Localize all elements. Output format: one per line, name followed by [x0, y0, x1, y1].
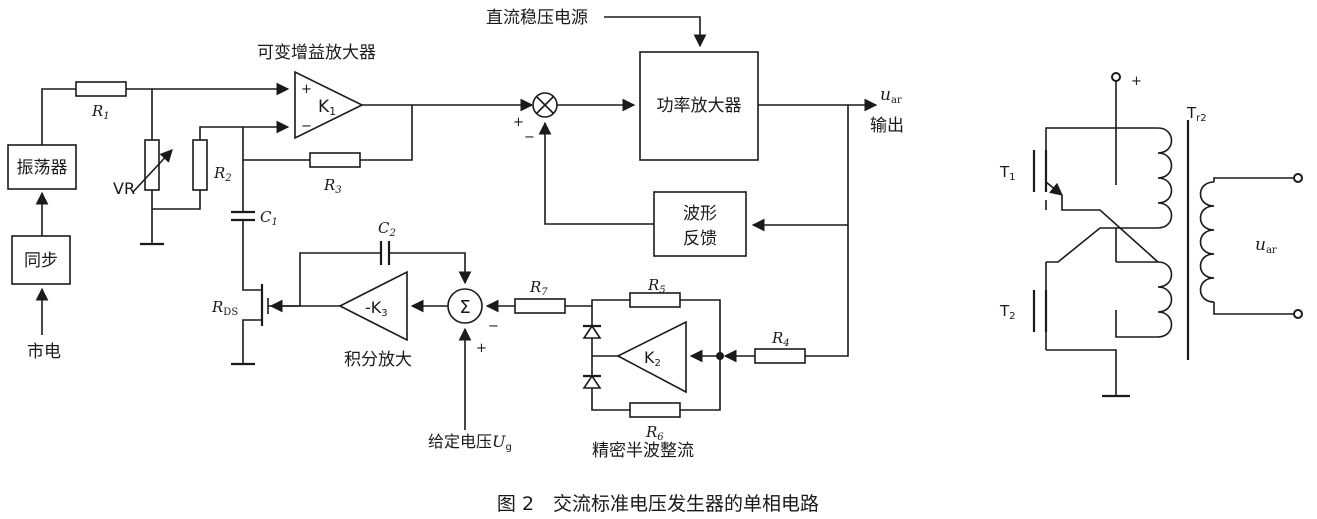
output-terminal-bottom [1293, 309, 1303, 319]
output-label: 输出 [870, 116, 904, 136]
r3-label: R3 [323, 176, 342, 196]
oscillator-label: 振荡器 [17, 158, 68, 178]
output-terminal-top [1293, 173, 1303, 183]
fet-rds: RDS [211, 284, 300, 366]
resistor-r3: R3 [309, 152, 361, 196]
r5-label: R5 [647, 276, 666, 296]
integrator-label: 积分放大 [344, 350, 412, 370]
oscillator-block: 振荡器 [7, 144, 77, 190]
mult-minus-sign: − [524, 130, 535, 145]
power-amp-label: 功率放大器 [657, 96, 742, 116]
transistor-t1: T1 [999, 127, 1159, 263]
sync-label: 同步 [24, 251, 58, 271]
power-amplifier-block: 功率放大器 [639, 51, 759, 161]
vr-label: VR [113, 179, 135, 198]
r7-label: R7 [529, 278, 548, 298]
capacitor-c1: C1 [231, 208, 278, 228]
c1-label: C1 [260, 208, 278, 228]
k1-plus-sign: + [301, 82, 312, 97]
k2-label: K2 [644, 348, 661, 369]
t1-label: T1 [999, 163, 1016, 183]
r6-label: R6 [645, 423, 664, 443]
summing-junction: Σ − + [447, 288, 499, 356]
tr2-label: Tr2 [1186, 104, 1207, 124]
variable-gain-amplifier: 可变增益放大器 K1 + − [257, 43, 376, 140]
dc-supply-label: 直流稳压电源 [486, 8, 588, 28]
k1-label: K1 [318, 97, 336, 118]
mult-plus-sign: + [513, 115, 524, 130]
waveform-fb-line2: 反馈 [683, 229, 717, 249]
integrator-amplifier: -K3 积分放大 [338, 270, 412, 370]
resistor-r1: R1 [75, 81, 127, 122]
setpoint-label: 给定电压Ug [428, 432, 512, 453]
rds-label: RDS [211, 298, 238, 318]
capacitor-c2: C2 [378, 219, 396, 265]
precision-rectifier: R5 R6 K2 精密半波整流 [582, 276, 724, 461]
k3-label: -K3 [365, 298, 388, 319]
multiplier: + − [513, 92, 558, 145]
resistor-r7: R7 [514, 278, 566, 314]
uar-label: uar [1255, 235, 1277, 256]
vga-label: 可变增益放大器 [257, 43, 376, 63]
resistor-r2: R2 [192, 139, 232, 191]
output-symbol-label: uar [880, 85, 902, 106]
mains-label: 市电 [27, 342, 61, 362]
rectifier-label: 精密半波整流 [592, 441, 694, 461]
supply-plus-label: + [1131, 74, 1142, 89]
diode-lower [582, 374, 602, 389]
sync-block: 同步 [11, 191, 71, 285]
sum-minus-sign: − [488, 319, 499, 334]
r2-label: R2 [213, 164, 232, 184]
potentiometer-vr: VR [113, 139, 173, 198]
waveform-fb-line1: 波形 [683, 204, 717, 224]
resistor-r4: R4 [754, 329, 806, 364]
k1-minus-sign: − [301, 119, 312, 134]
mains-input: 市电 [27, 287, 61, 362]
t2-label: T2 [999, 302, 1016, 322]
sigma-label: Σ [459, 297, 470, 318]
r4-label: R4 [771, 329, 790, 349]
c2-label: C2 [378, 219, 396, 239]
r1-label: R1 [91, 102, 110, 122]
supply-terminal [1111, 72, 1121, 82]
transformer-stage: + Tr2 uar T1 [999, 72, 1303, 398]
diode-upper [582, 324, 602, 339]
waveform-feedback-block: 波形 反馈 [653, 191, 747, 257]
transistor-t2: T2 [999, 262, 1130, 398]
figure-caption: 图 2 交流标准电压发生器的单相电路 [497, 493, 819, 515]
sum-plus-sign: + [476, 341, 487, 356]
